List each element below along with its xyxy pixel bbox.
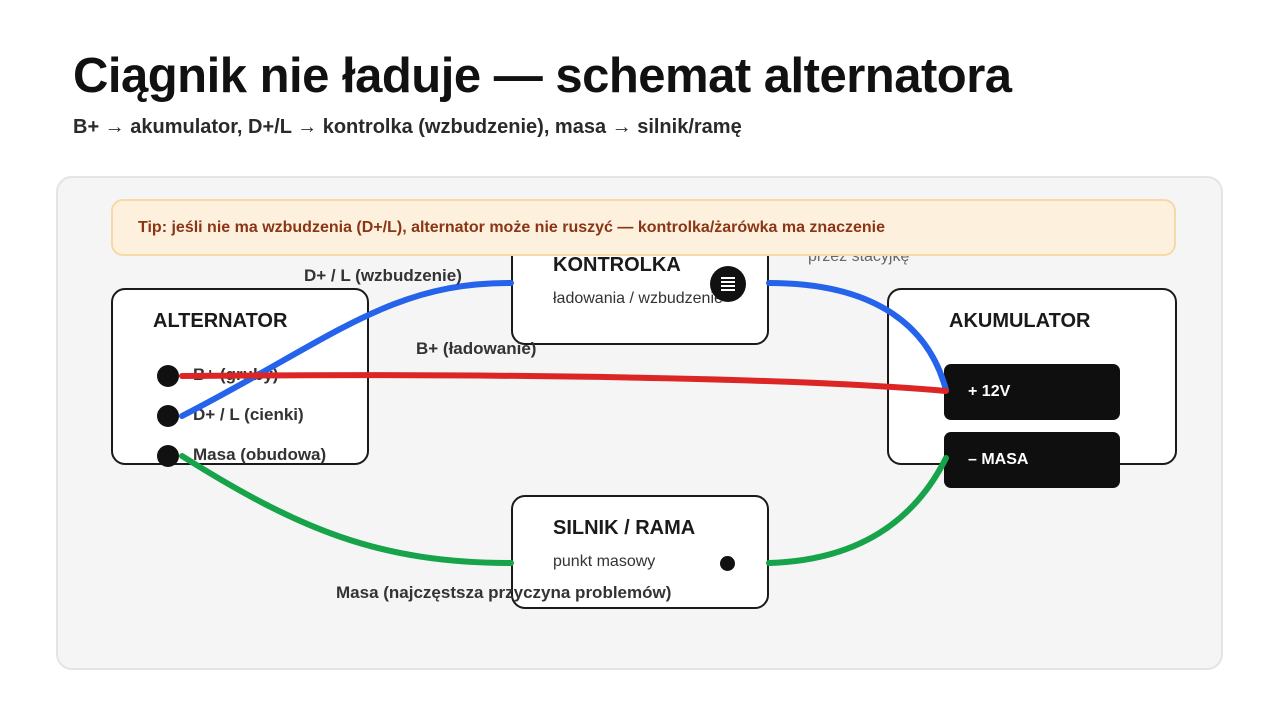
pin-b-plus-dot bbox=[157, 365, 179, 387]
pin-d-plus-label: D+ / L (cienki) bbox=[193, 405, 304, 424]
ground-wire-label: Masa (najczęstsza przyczyna problemów) bbox=[336, 583, 672, 602]
battery-plus-terminal: + 12V bbox=[944, 364, 1120, 420]
silnik-subtitle: punkt masowy bbox=[553, 553, 656, 570]
pin-b-plus-label: B+ (gruby) bbox=[193, 365, 279, 384]
silnik-box: SILNIK / RAMA punkt masowy bbox=[511, 495, 769, 609]
akumulator-title: AKUMULATOR bbox=[949, 310, 1091, 332]
kontrolka-subtitle: ładowania / wzbudzenie bbox=[553, 290, 723, 307]
pin-d-plus-dot bbox=[157, 405, 179, 427]
ground-point-dot bbox=[720, 556, 735, 571]
excitation-wire-label: D+ / L (wzbudzenie) bbox=[304, 266, 462, 285]
alternator-title: ALTERNATOR bbox=[153, 310, 288, 332]
battery-minus-terminal: – MASA bbox=[944, 432, 1120, 488]
pin-ground-dot bbox=[157, 445, 179, 467]
kontrolka-title: KONTROLKA bbox=[553, 254, 681, 276]
page-subtitle: B+ → akumulator, D+/L → kontrolka (wzbud… bbox=[73, 116, 742, 138]
page-title: Ciągnik nie ładuje — schemat alternatora bbox=[73, 49, 1012, 103]
silnik-title: SILNIK / RAMA bbox=[553, 517, 696, 539]
pin-ground-label: Masa (obudowa) bbox=[193, 445, 327, 464]
charging-wire-label: B+ (ładowanie) bbox=[416, 339, 537, 358]
tip-banner: Tip: jeśli nie ma wzbudzenia (D+/L), alt… bbox=[111, 199, 1176, 256]
warning-lamp-icon bbox=[710, 266, 746, 302]
